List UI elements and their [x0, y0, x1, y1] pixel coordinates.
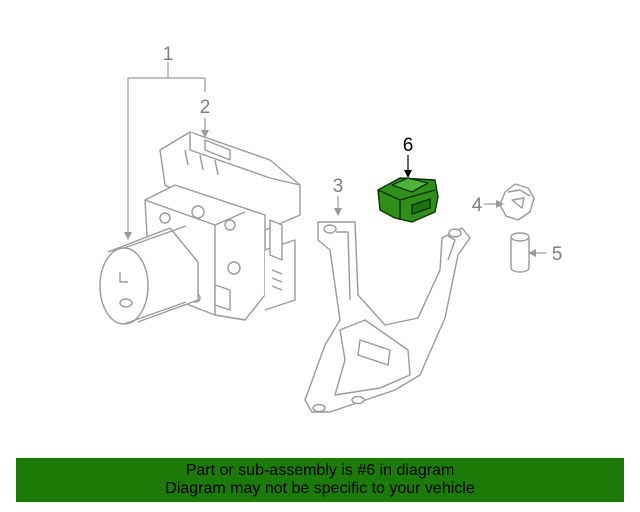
callout-3: 3: [333, 176, 344, 197]
callout-6: 6: [403, 135, 414, 156]
abs-modulator-assembly: [99, 131, 301, 325]
callout-5: 5: [552, 244, 563, 265]
parts-diagram: 1 2 3 4 5 6: [99, 44, 563, 413]
sleeve-part-5: [510, 232, 530, 273]
leader-arrowheads: [124, 130, 536, 257]
callout-1: 1: [163, 44, 174, 65]
callout-4: 4: [472, 195, 483, 216]
nut-part-4: [499, 183, 535, 221]
callout-2: 2: [200, 97, 211, 118]
banner-line-1: Part or sub-assembly is #6 in diagram: [185, 462, 455, 479]
info-banner: Part or sub-assembly is #6 in diagram Di…: [16, 458, 624, 502]
banner-line-2: Diagram may not be specific to your vehi…: [165, 480, 475, 497]
control-module-part-6[interactable]: [377, 177, 439, 223]
mounting-bracket: [304, 221, 471, 413]
